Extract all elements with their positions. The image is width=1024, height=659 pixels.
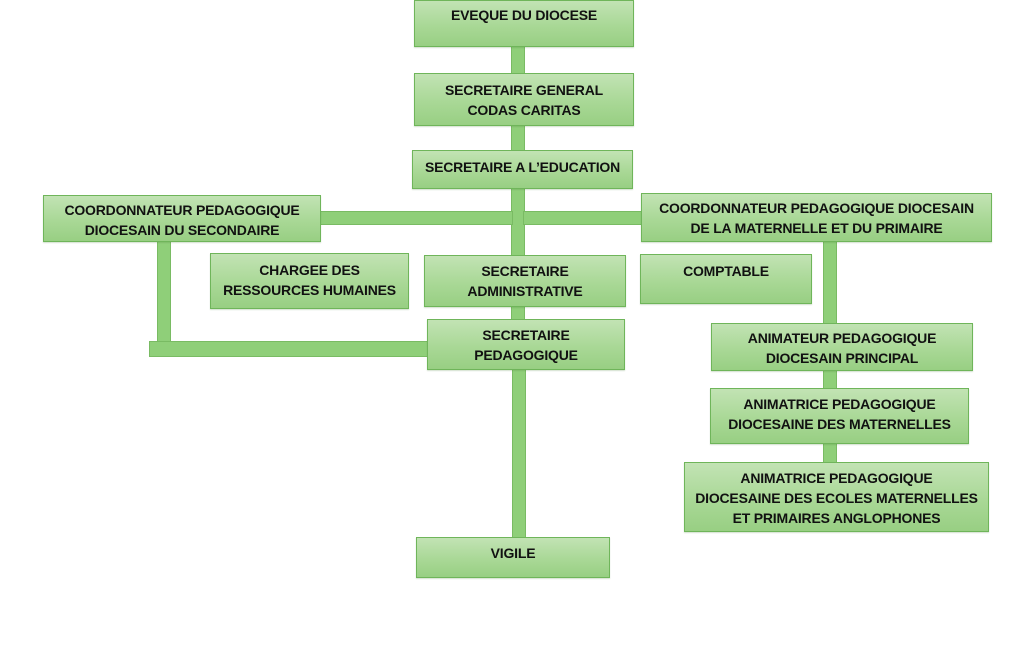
node-anglophone-animator: ANIMATRICE PEDAGOGIQUE DIOCESAINE DES EC… xyxy=(684,462,989,532)
node-pedagogical-secretary: SECRETAIRE PEDAGOGIQUE xyxy=(427,319,625,370)
node-coordinator-primary: COORDONNATEUR PEDAGOGIQUE DIOCESAIN DE L… xyxy=(641,193,992,242)
connector-pedagogical-to-guard xyxy=(512,367,526,540)
node-principal-animator: ANIMATEUR PEDAGOGIQUE DIOCESAIN PRINCIPA… xyxy=(711,323,973,371)
connector-nursery-to-anglophone-animator xyxy=(823,442,837,464)
connector-secretary-general-to-education xyxy=(511,124,525,152)
connector-left-horizontal-to-secondary xyxy=(319,211,513,225)
node-secretary-general: SECRETAIRE GENERAL CODAS CARITAS xyxy=(414,73,634,126)
connector-secondary-coordinator-down xyxy=(157,240,171,346)
connector-primary-to-principal-animator xyxy=(823,240,837,326)
connector-principal-to-nursery-animator xyxy=(823,369,837,390)
node-administrative-secretary: SECRETAIRE ADMINISTRATIVE xyxy=(424,255,626,307)
node-accountant: COMPTABLE xyxy=(640,254,812,304)
connector-bishop-to-secretary-general xyxy=(511,45,525,75)
node-hr-officer: CHARGEE DES RESSOURCES HUMAINES xyxy=(210,253,409,309)
connector-bottom-horizontal-to-pedagogical xyxy=(149,341,429,357)
connector-right-horizontal-to-primary xyxy=(523,211,643,225)
node-guard: VIGILE xyxy=(416,537,610,578)
node-coordinator-secondary: COORDONNATEUR PEDAGOGIQUE DIOCESAIN DU S… xyxy=(43,195,321,242)
node-education-secretary: SECRETAIRE A L’EDUCATION xyxy=(412,150,633,189)
node-nursery-animator: ANIMATRICE PEDAGOGIQUE DIOCESAINE DES MA… xyxy=(710,388,969,444)
node-bishop: EVEQUE DU DIOCESE xyxy=(414,0,634,47)
